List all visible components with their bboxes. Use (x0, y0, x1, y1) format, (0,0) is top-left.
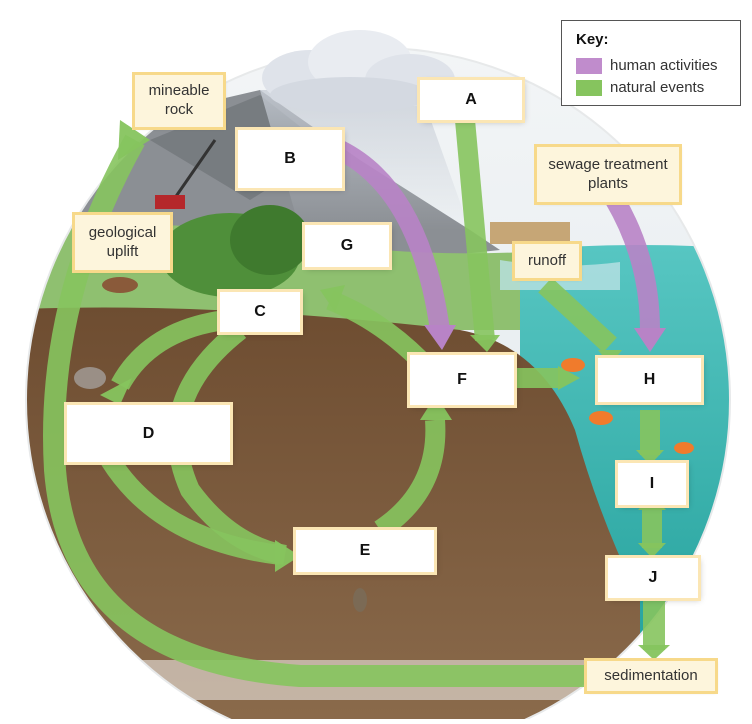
legend-key: Key: human activities natural events (561, 20, 741, 106)
tag-geological-uplift: geological uplift (75, 215, 170, 270)
key-label-natural: natural events (610, 79, 705, 96)
label-I[interactable]: I (618, 463, 686, 505)
key-label-human: human activities (610, 57, 718, 74)
key-row-human: human activities (576, 57, 718, 74)
tag-runoff: runoff (515, 244, 579, 278)
label-E[interactable]: E (296, 530, 434, 572)
label-H[interactable]: H (598, 358, 701, 402)
tag-sedimentation: sedimentation (587, 661, 715, 691)
label-D[interactable]: D (67, 405, 230, 462)
tag-mineable-rock: mineable rock (135, 75, 223, 127)
label-A[interactable]: A (420, 80, 522, 120)
cloud (262, 30, 455, 113)
rodent (74, 367, 106, 389)
mining-crane (155, 139, 217, 209)
human-arrowheads (424, 325, 666, 352)
natural-arrowheads (100, 120, 670, 660)
elk (102, 277, 138, 293)
label-G[interactable]: G (305, 225, 389, 267)
key-row-natural: natural events (576, 79, 704, 96)
label-C[interactable]: C (220, 292, 300, 332)
human-swatch (576, 57, 602, 74)
human-arrows (335, 141, 660, 332)
label-B[interactable]: B (238, 130, 342, 188)
label-J[interactable]: J (608, 558, 698, 598)
key-title: Key: (576, 31, 609, 48)
tag-sewage-treatment-plants: sewage treatment plants (537, 147, 679, 202)
natural-swatch (576, 79, 602, 96)
fish (561, 358, 694, 454)
mushroom (353, 588, 367, 612)
label-F[interactable]: F (410, 355, 514, 405)
treatment-plant-building (490, 222, 570, 244)
